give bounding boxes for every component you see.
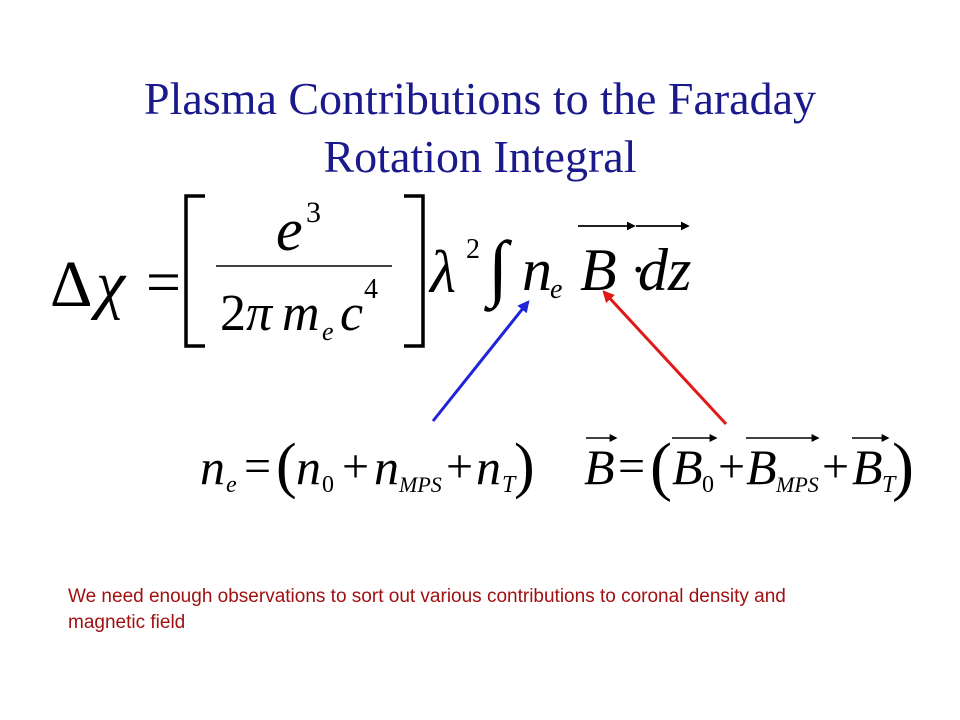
field-BT-sub: T: [882, 472, 897, 498]
main-equals: =: [146, 249, 181, 317]
field-rparen: ): [892, 430, 914, 503]
density-equals: =: [244, 440, 271, 493]
density-nmps: n: [374, 439, 399, 495]
density-lhs-sub: e: [226, 472, 237, 498]
density-nt: n: [476, 439, 501, 495]
denominator-m: m: [282, 285, 320, 342]
density-n-sub: e: [550, 274, 562, 305]
field-equation: B = ( B 0 + B MPS + B T ): [584, 430, 914, 503]
density-equation: n e = ( n 0 + n MPS + n T ): [200, 432, 535, 500]
field-lhs-B: B: [584, 439, 615, 495]
density-n0-sub: 0: [322, 472, 334, 498]
density-lhs-n: n: [200, 439, 225, 495]
left-bracket: [184, 194, 205, 348]
field-plus-2: +: [822, 440, 849, 493]
density-nmps-sub: MPS: [398, 472, 442, 497]
dot-product: ·: [630, 241, 647, 297]
slide-title: Plasma Contributions to the Faraday Rota…: [0, 70, 960, 186]
numerator-exp: 3: [306, 196, 321, 229]
field-plus-1: +: [718, 440, 745, 493]
slide-note: We need enough observations to sort out …: [68, 586, 786, 633]
field-Bmps-sub: MPS: [775, 472, 819, 497]
lambda-exp: 2: [466, 234, 480, 265]
field-Bmps: B: [746, 439, 777, 495]
denominator-two: 2: [220, 285, 246, 342]
red-pointer-arrow: [602, 290, 728, 426]
title-line-2: Rotation Integral: [323, 131, 637, 182]
density-rparen: ): [514, 432, 535, 500]
delta-symbol: Δ: [50, 248, 92, 321]
density-plus-2: +: [446, 440, 473, 493]
field-equals: =: [618, 440, 645, 493]
density-n0: n: [296, 439, 321, 495]
integral-sign: ∫: [484, 227, 513, 312]
field-B0-sub: 0: [702, 472, 714, 498]
field-lparen: (: [650, 430, 672, 503]
density-nt-sub: T: [502, 472, 517, 498]
density-n: n: [522, 237, 552, 303]
denominator-e-sub: e: [322, 317, 334, 346]
right-bracket: [404, 194, 425, 348]
density-plus-1: +: [342, 440, 369, 493]
numerator-e: e: [276, 197, 303, 263]
denominator-c: c: [340, 285, 363, 342]
blue-pointer-arrow: [431, 300, 530, 422]
denominator-exp: 4: [364, 274, 378, 305]
chi-symbol: χ: [90, 248, 127, 321]
lambda-symbol: λ: [428, 239, 456, 305]
field-B: B: [580, 237, 617, 303]
differential-dz: dz: [638, 237, 691, 303]
field-BT: B: [852, 439, 883, 495]
density-lparen: (: [276, 432, 297, 500]
main-equation: Δ χ = e 3 2 π m e c 4 λ 2 ∫ n e B · dz: [50, 194, 691, 348]
denominator-pi: π: [246, 285, 274, 342]
field-B0: B: [672, 439, 703, 495]
title-line-1: Plasma Contributions to the Faraday: [143, 73, 817, 124]
